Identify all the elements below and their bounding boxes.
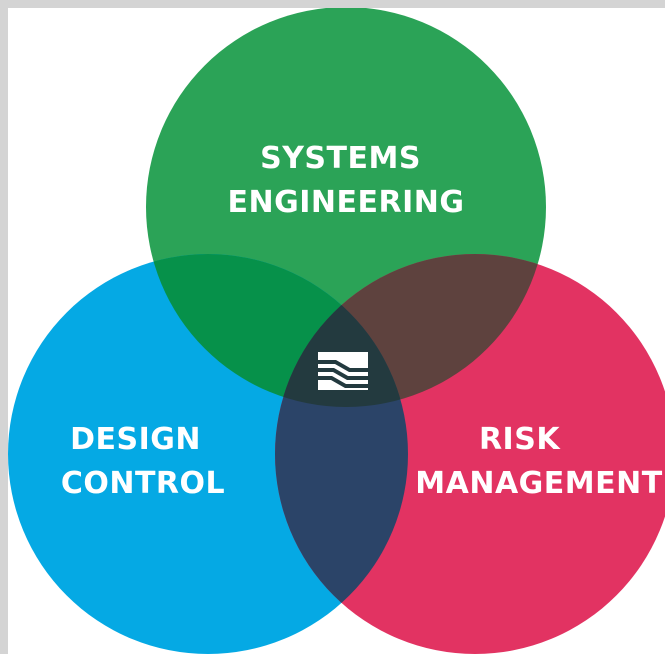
- stylized-steps-logo-icon: [318, 352, 368, 390]
- design-control-label-line-2: CONTROL: [61, 466, 225, 501]
- design-control-label: DESIGN CONTROL: [61, 422, 225, 501]
- risk-management-label-line-1: RISK: [479, 422, 561, 457]
- center-overlap: [275, 254, 408, 407]
- systems-engineering-label-line-2: ENGINEERING: [228, 185, 465, 220]
- diagram-canvas: SYSTEMS ENGINEERING DESIGN CONTROL RISK …: [8, 8, 665, 654]
- venn-diagram: SYSTEMS ENGINEERING DESIGN CONTROL RISK …: [8, 8, 665, 654]
- risk-management-label: RISK MANAGEMENT: [415, 422, 662, 501]
- systems-engineering-label: SYSTEMS ENGINEERING: [228, 141, 465, 220]
- design-control-label-line-1: DESIGN: [70, 422, 201, 457]
- systems-engineering-label-line-1: SYSTEMS: [260, 141, 421, 176]
- risk-management-label-line-2: MANAGEMENT: [415, 466, 662, 501]
